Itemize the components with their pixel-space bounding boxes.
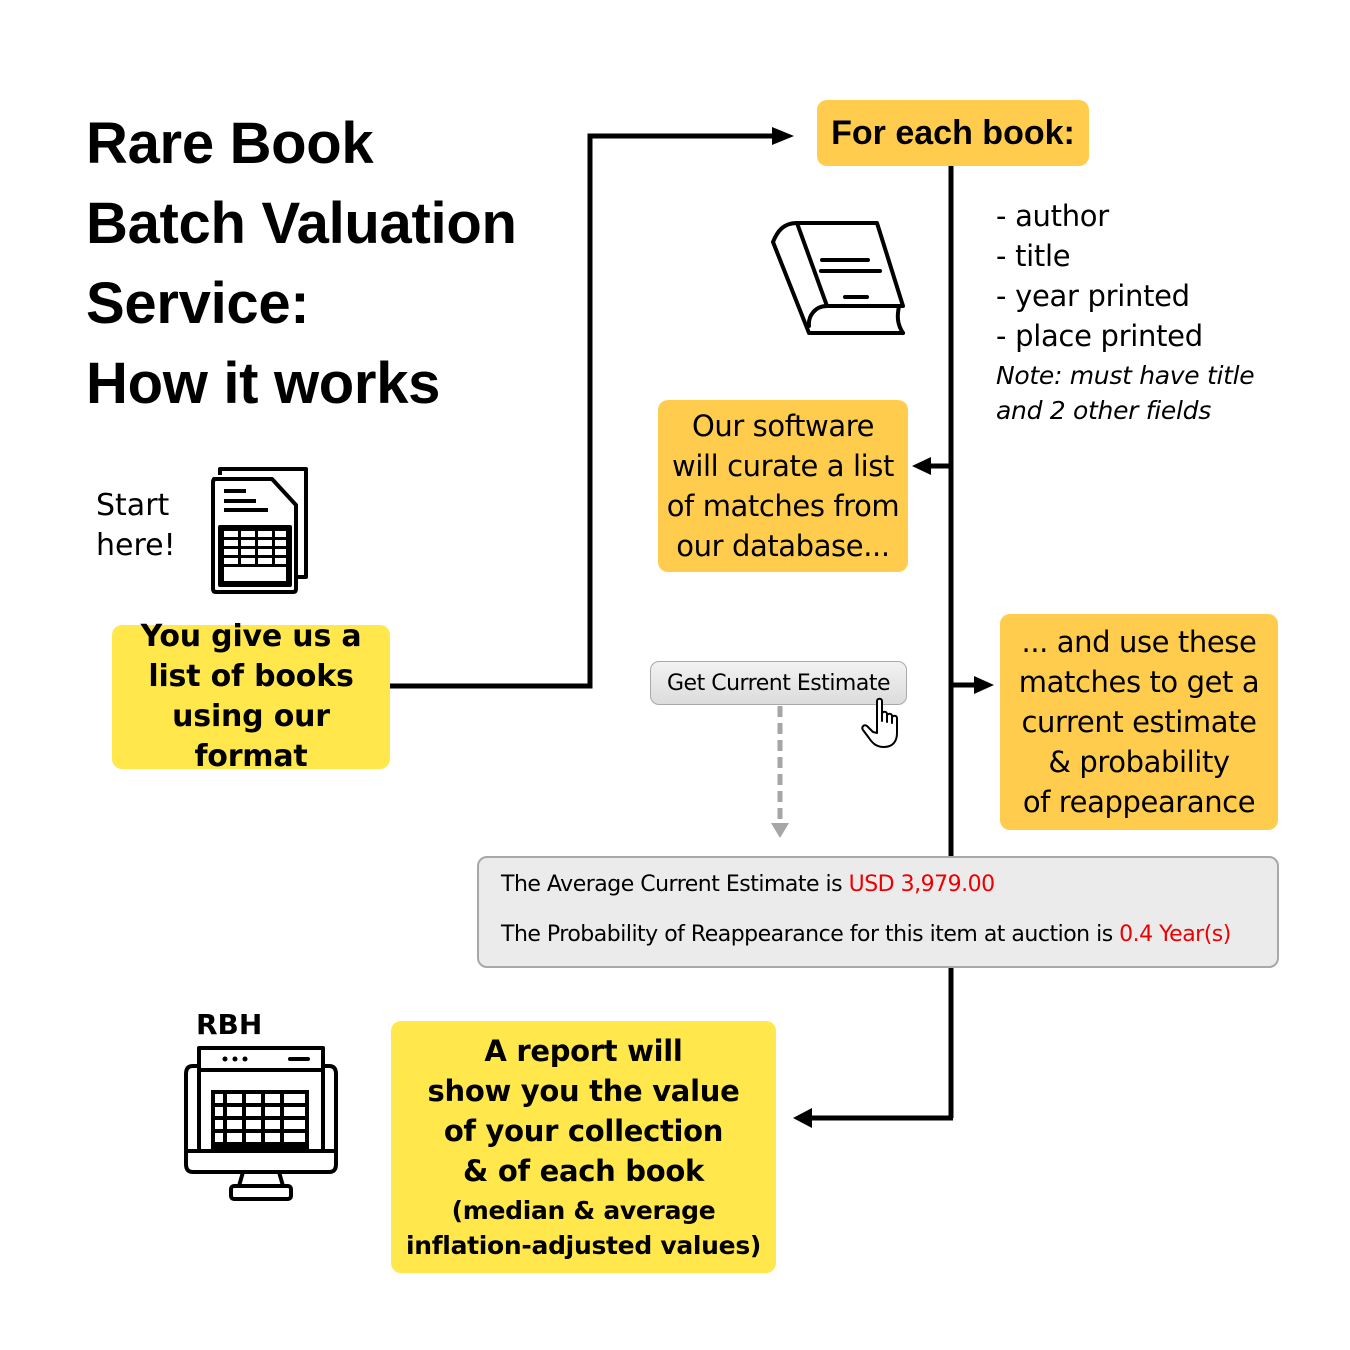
use-box-line: of reappearance xyxy=(1022,785,1256,819)
report-sub-line: inflation-adjusted values) xyxy=(405,1231,762,1260)
for-each-book-box: For each book: xyxy=(817,100,1089,166)
use-box-line: ... and use these xyxy=(1021,625,1257,659)
report-box: A report will show you the value of your… xyxy=(391,1021,776,1273)
report-sub-line: (median & average xyxy=(451,1196,716,1225)
report-line: A report will xyxy=(484,1034,683,1068)
report-line: of your collection xyxy=(443,1114,724,1148)
book-icon xyxy=(771,221,905,335)
start-here-label: Start here! xyxy=(96,486,176,566)
spreadsheet-document-icon xyxy=(211,467,308,594)
software-box-line: Our software xyxy=(691,409,875,443)
probability-value: 0.4 Year(s) xyxy=(1119,922,1231,947)
start-line: Start xyxy=(96,488,170,523)
title-line: Service: xyxy=(86,271,310,336)
start-line: here! xyxy=(96,528,176,563)
field-item: - year printed xyxy=(996,279,1190,313)
report-main-text: A report will show you the value of your… xyxy=(428,1031,740,1191)
arrowhead-result xyxy=(771,823,789,838)
use-box-line: current estimate xyxy=(1021,705,1257,739)
report-line: & of each book xyxy=(463,1154,704,1188)
estimate-result-panel: The Average Current Estimate is USD 3,97… xyxy=(477,856,1279,968)
rbh-label: RBH xyxy=(196,1008,263,1041)
get-current-estimate-button[interactable]: Get Current Estimate xyxy=(650,661,907,705)
report-line: show you the value xyxy=(427,1074,740,1108)
probability-line: The Probability of Reappearance for this… xyxy=(501,922,1231,947)
hand-pointer-icon xyxy=(861,697,898,748)
use-box-line: matches to get a xyxy=(1018,665,1260,699)
arrowhead-software xyxy=(912,457,931,475)
arrowhead-foreach xyxy=(772,127,794,145)
arrowhead-use xyxy=(974,676,994,694)
fields-note: Note: must have title and 2 other fields xyxy=(996,358,1255,428)
arrowhead-report xyxy=(793,1108,812,1128)
page-title: Rare Book Batch Valuation Service: How i… xyxy=(86,104,517,424)
software-box-line: of matches from xyxy=(666,489,900,523)
use-box-line: & probability xyxy=(1048,745,1230,779)
monitor-spreadsheet-icon xyxy=(184,1046,338,1201)
software-box-line: will curate a list xyxy=(672,449,894,483)
give-box-line: using our format xyxy=(172,699,330,774)
field-item: - title xyxy=(996,239,1071,273)
give-box-line: list of books xyxy=(148,659,354,694)
fields-note-line: and 2 other fields xyxy=(996,396,1211,425)
title-line: Rare Book xyxy=(86,111,374,176)
give-box-line: You give us a xyxy=(140,619,362,654)
connector-give-to-foreach xyxy=(390,133,776,689)
field-item: - place printed xyxy=(996,319,1203,353)
title-line: How it works xyxy=(86,351,441,416)
average-estimate-value: USD 3,979.00 xyxy=(848,872,995,897)
use-matches-box: ... and use these matches to get a curre… xyxy=(1000,614,1278,830)
software-box-line: our database... xyxy=(676,529,890,563)
average-estimate-prefix: The Average Current Estimate is xyxy=(501,872,849,897)
probability-prefix: The Probability of Reappearance for this… xyxy=(501,922,1120,947)
book-fields-list: - author - title - year printed - place … xyxy=(996,196,1255,428)
average-estimate-line: The Average Current Estimate is USD 3,97… xyxy=(501,872,995,897)
title-line: Batch Valuation xyxy=(86,191,517,256)
report-sub-text: (median & average inflation-adjusted val… xyxy=(406,1193,761,1263)
field-item: - author xyxy=(996,199,1109,233)
software-curate-box: Our software will curate a list of match… xyxy=(658,400,908,572)
for-each-book-label: For each book: xyxy=(831,113,1075,152)
fields-note-line: Note: must have title xyxy=(996,361,1255,390)
give-list-box: You give us a list of books using our fo… xyxy=(112,619,390,774)
get-current-estimate-label: Get Current Estimate xyxy=(667,670,891,696)
